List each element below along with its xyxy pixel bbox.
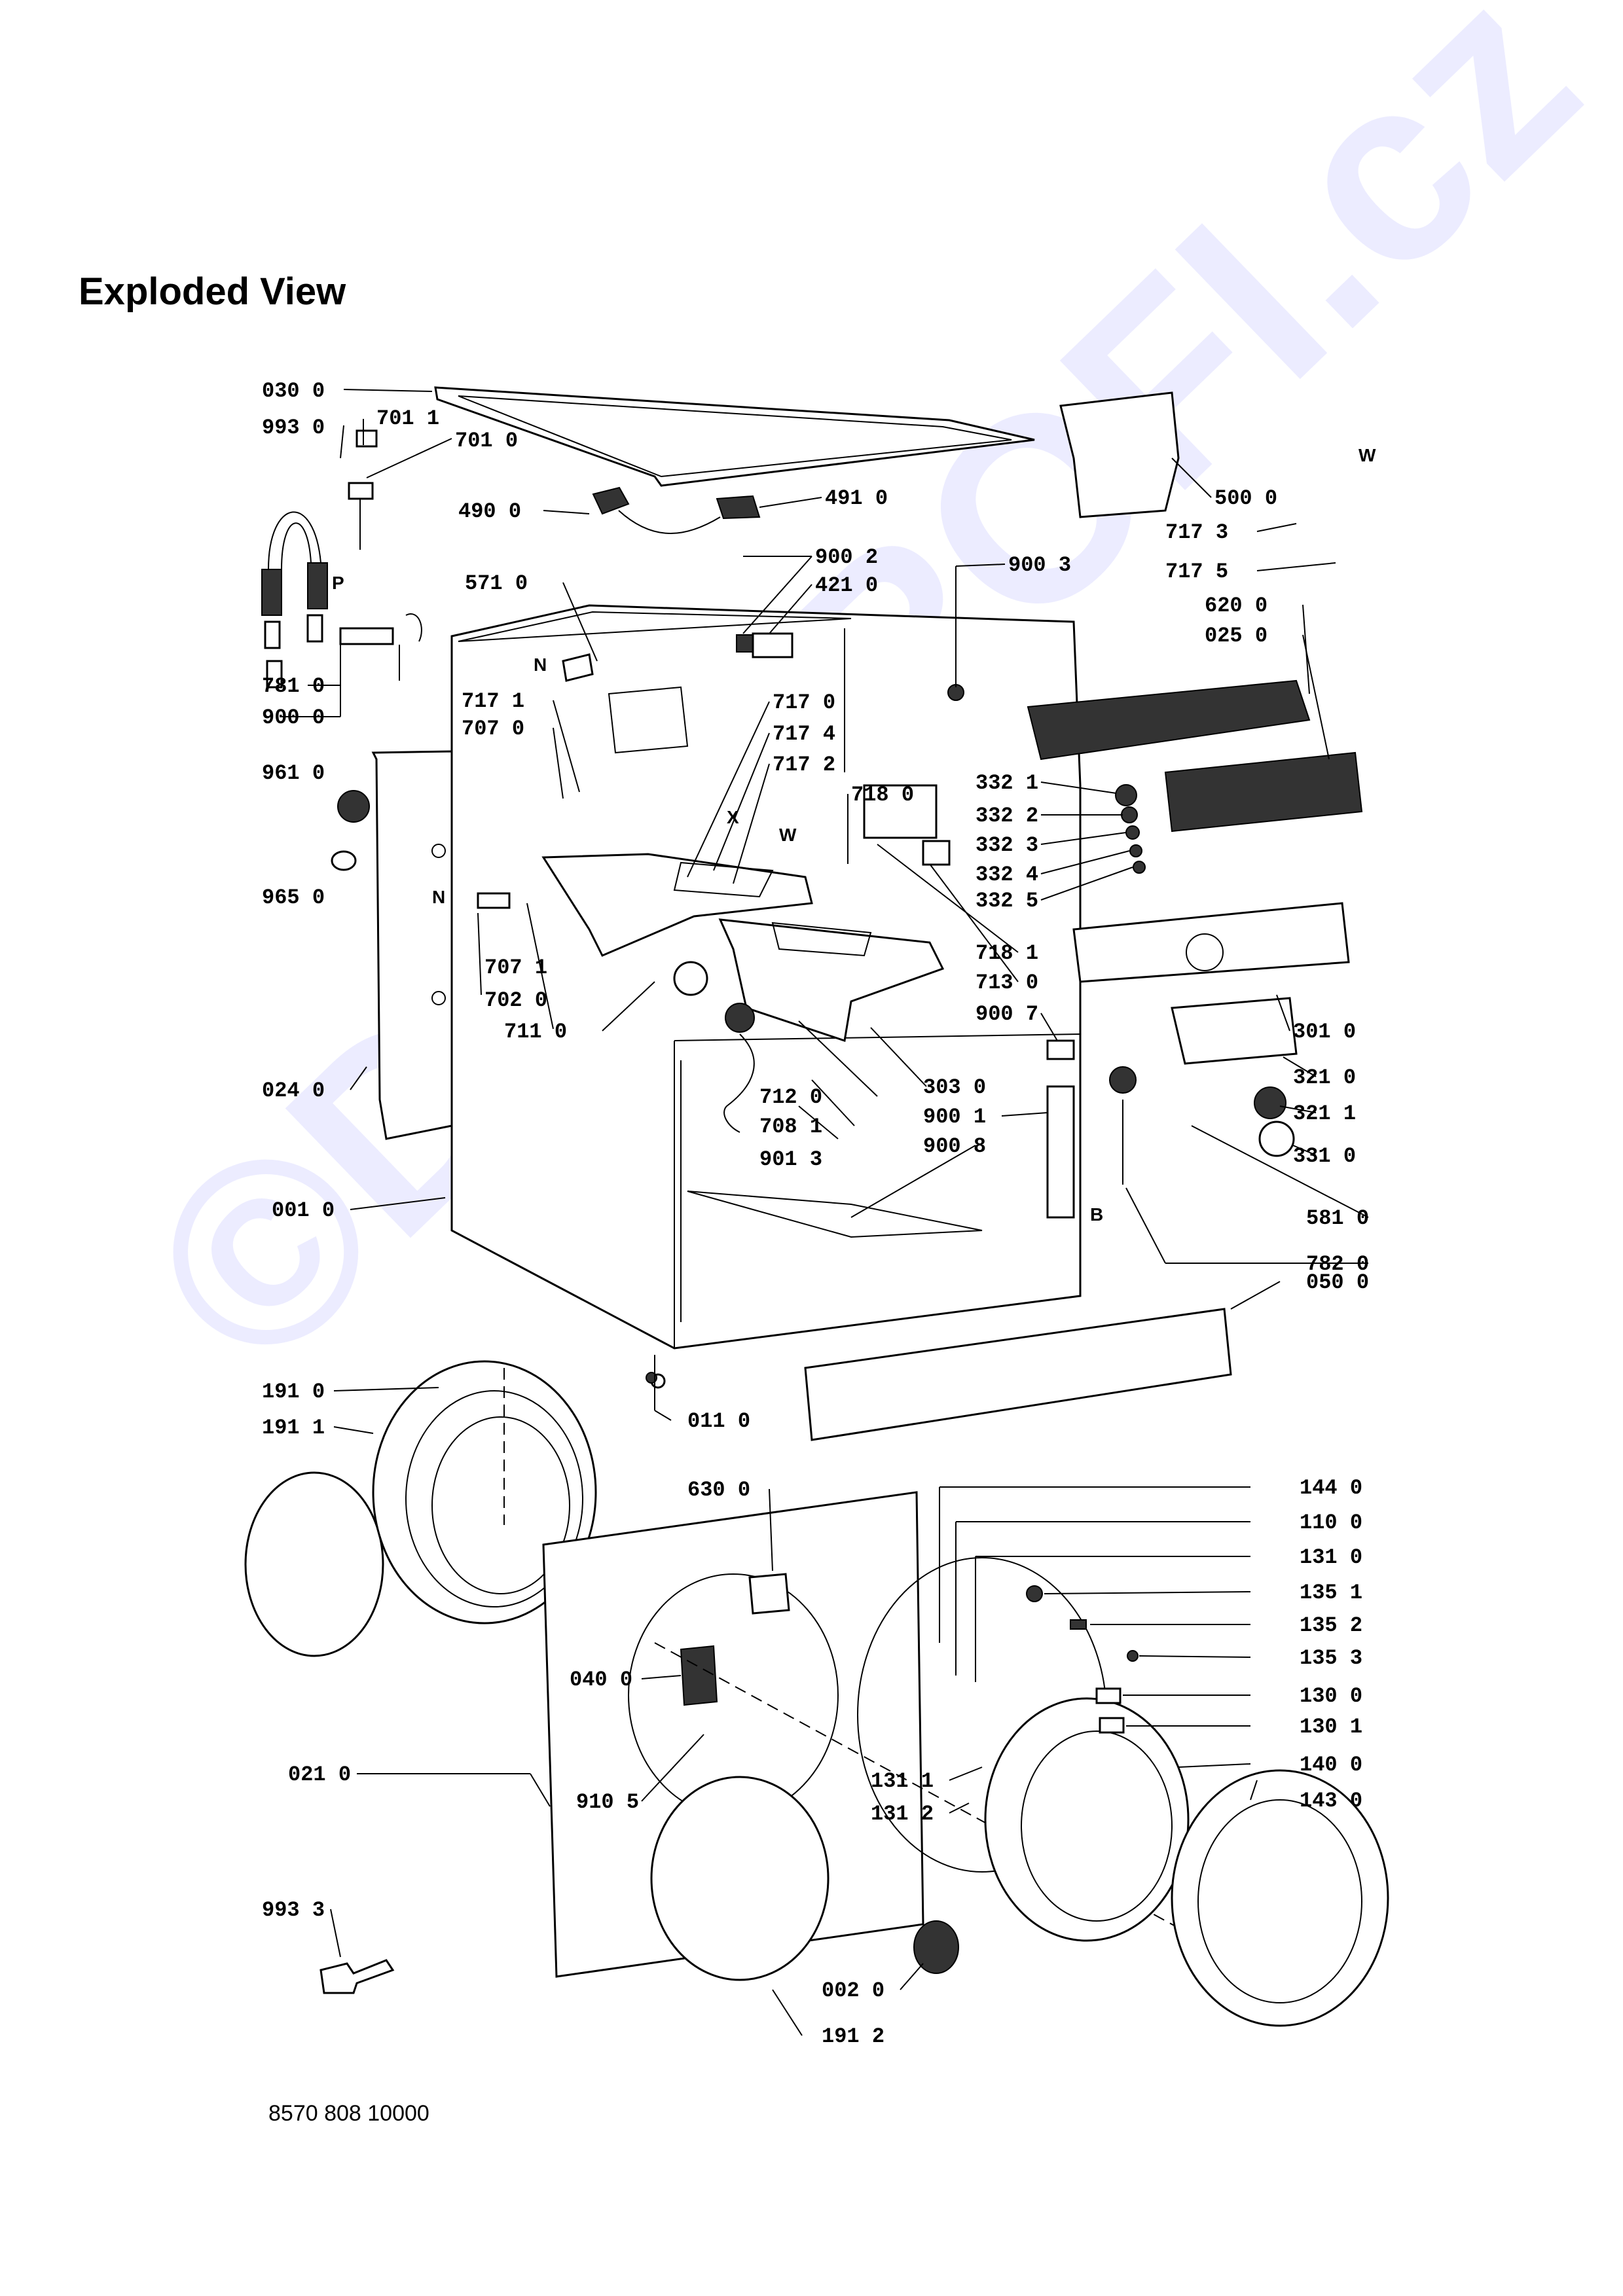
- part-label: 030 0: [262, 379, 325, 403]
- control-module: [1027, 391, 1363, 1185]
- marker-b: B: [1090, 1204, 1103, 1225]
- part-label: 135 1: [1300, 1581, 1362, 1605]
- part-label: 701 0: [455, 429, 518, 453]
- part-label: 130 0: [1300, 1684, 1362, 1708]
- part-label: 491 0: [825, 486, 888, 511]
- part-label: 332 1: [976, 771, 1038, 795]
- part-label: 961 0: [262, 761, 325, 785]
- part-label: 711 0: [504, 1020, 567, 1044]
- part-label: 900 3: [1008, 553, 1071, 577]
- front-panel: [542, 1491, 1245, 1978]
- marker-x: X: [727, 807, 739, 827]
- part-label: 900 0: [262, 706, 325, 730]
- part-label: 191 1: [262, 1416, 325, 1440]
- part-label: 332 3: [976, 833, 1038, 857]
- part-label: 717 5: [1165, 560, 1228, 584]
- part-label: 581 0: [1306, 1206, 1369, 1230]
- part-label: 110 0: [1300, 1511, 1362, 1535]
- part-label: 191 0: [262, 1380, 325, 1404]
- spanner-tool: [319, 1959, 395, 1994]
- part-label: 781 0: [262, 674, 325, 698]
- part-label: 131 0: [1300, 1545, 1362, 1570]
- part-label: 490 0: [458, 499, 521, 524]
- part-label: 707 0: [462, 717, 524, 741]
- leader-lines: [282, 389, 1369, 2036]
- part-label: 701 1: [376, 406, 439, 431]
- part-label: 900 2: [815, 545, 878, 569]
- part-label: 011 0: [687, 1409, 750, 1433]
- part-label: 717 2: [773, 753, 835, 777]
- part-label: 303 0: [923, 1075, 986, 1100]
- part-label: 500 0: [1214, 486, 1277, 511]
- part-label: 002 0: [822, 1979, 884, 2003]
- part-label: 630 0: [687, 1478, 750, 1502]
- part-label: 571 0: [465, 571, 528, 596]
- part-label: 191 2: [822, 2024, 884, 2049]
- part-label: 332 5: [976, 889, 1038, 913]
- document-number: 8570 808 10000: [268, 2101, 429, 2126]
- marker-n: N: [432, 887, 445, 907]
- part-label: 717 4: [773, 722, 835, 746]
- top-cover: [434, 386, 1035, 487]
- part-label: 901 3: [759, 1147, 822, 1172]
- part-label: 144 0: [1300, 1476, 1362, 1500]
- part-label: 910 5: [576, 1790, 639, 1814]
- part-labels: 030 0 993 0 701 1 701 0 490 0 491 0 500 …: [262, 379, 1369, 2049]
- part-label: 702 0: [484, 988, 547, 1013]
- part-label: 717 1: [462, 689, 524, 713]
- part-label: 331 0: [1293, 1144, 1356, 1168]
- part-label: 712 0: [759, 1085, 822, 1109]
- part-label: 718 1: [976, 941, 1038, 965]
- part-label: 321 1: [1293, 1102, 1356, 1126]
- part-label: 900 7: [976, 1002, 1038, 1026]
- part-label: 301 0: [1293, 1020, 1356, 1044]
- kickplate: [650, 1308, 1232, 1441]
- part-label: 332 4: [976, 863, 1038, 887]
- part-label: 993 0: [262, 416, 325, 440]
- part-label: 717 0: [773, 691, 835, 715]
- part-label: 993 3: [262, 1898, 325, 1922]
- drum-bellows: [244, 1360, 597, 1657]
- part-label: 965 0: [262, 886, 325, 910]
- part-label: 713 0: [976, 971, 1038, 995]
- part-label: 050 0: [1306, 1270, 1369, 1295]
- part-label: 718 0: [851, 783, 914, 807]
- part-label: 024 0: [262, 1079, 325, 1103]
- part-label: 131 1: [871, 1769, 934, 1793]
- part-label: 135 3: [1300, 1646, 1362, 1670]
- part-label: 708 1: [759, 1115, 822, 1139]
- part-label: 717 3: [1165, 520, 1228, 545]
- part-label: 040 0: [570, 1668, 632, 1692]
- part-label: 001 0: [272, 1198, 335, 1223]
- marker-w: W: [1359, 445, 1376, 465]
- reference-markers: P N N X W W B: [332, 445, 1376, 1225]
- part-label: 321 0: [1293, 1066, 1356, 1090]
- marker-w: W: [779, 825, 797, 845]
- part-label: 707 1: [484, 956, 547, 980]
- side-panel: [371, 750, 453, 1140]
- part-label: 021 0: [288, 1763, 351, 1787]
- part-label: 135 2: [1300, 1613, 1362, 1638]
- part-label: 900 1: [923, 1105, 986, 1129]
- part-label: 140 0: [1300, 1753, 1362, 1777]
- detergent-dispenser: [541, 853, 945, 1042]
- part-label: 620 0: [1205, 594, 1267, 618]
- door-assembly: [650, 1557, 1389, 2027]
- small-parts: [331, 632, 1139, 1734]
- part-label: 025 0: [1205, 624, 1267, 648]
- part-label: 421 0: [815, 573, 878, 598]
- water-inlet-hoses: [261, 429, 761, 689]
- part-label: 131 2: [871, 1802, 934, 1826]
- page-title: Exploded View: [79, 270, 346, 313]
- part-label: 782 0: [1306, 1252, 1369, 1276]
- part-label: 332 2: [976, 804, 1038, 828]
- marker-p: P: [332, 573, 344, 593]
- marker-n: N: [534, 655, 547, 675]
- part-label: 900 8: [923, 1134, 986, 1158]
- part-label: 143 0: [1300, 1789, 1362, 1813]
- part-label: 130 1: [1300, 1715, 1362, 1739]
